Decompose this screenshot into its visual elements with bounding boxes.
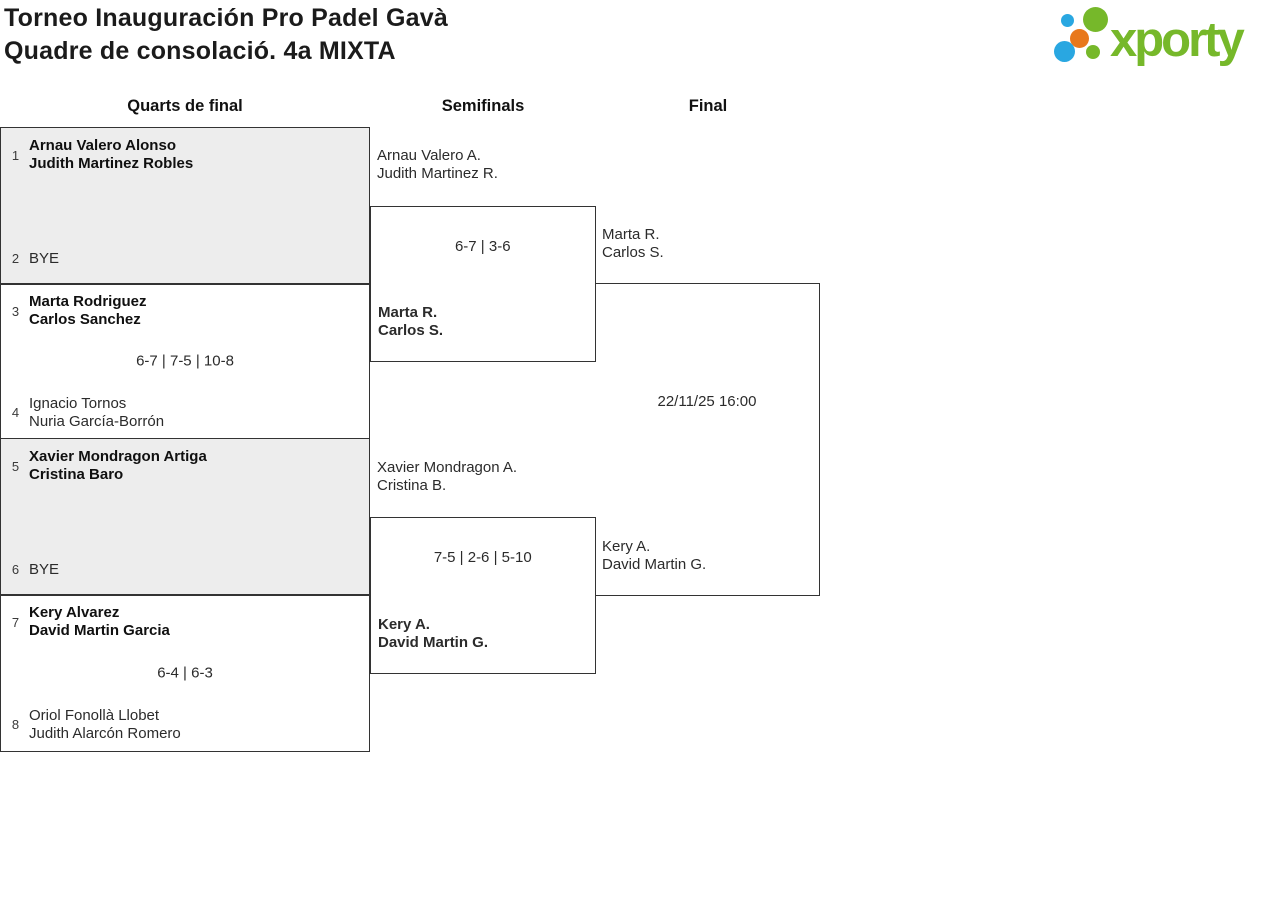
seed-number: 2 (11, 251, 20, 266)
match-score: 6-7 | 3-6 (454, 238, 511, 255)
xporty-logo[interactable]: xporty (1048, 0, 1280, 80)
match-score: 6-7 | 7-5 | 10-8 (136, 352, 234, 370)
sf1-winner: Marta R. Carlos S. (378, 303, 444, 339)
final-entrant-top: Marta R. Carlos S. (602, 226, 664, 261)
logo-wordmark: xporty (1110, 13, 1245, 67)
match-score: 7-5 | 2-6 | 5-10 (433, 549, 532, 566)
final-entrant-bottom: Kery A. David Martin G. (602, 538, 707, 573)
logo-dot-orange-icon (1070, 29, 1089, 48)
match-sf-1[interactable]: 6-7 | 3-6 Marta R. Carlos S. (370, 206, 596, 362)
logo-dot-blue-small-icon (1061, 14, 1074, 27)
round-header-semifinals: Semifinals (441, 97, 525, 115)
match-sf-2[interactable]: 7-5 | 2-6 | 5-10 Kery A. David Martin G. (370, 517, 596, 674)
match-score: 6-4 | 6-3 (157, 664, 213, 682)
match-qf-1[interactable]: 1 Arnau Valero Alonso Judith Martinez Ro… (0, 127, 370, 285)
seed-number: 1 (11, 147, 20, 163)
seed-number: 3 (11, 303, 20, 319)
seed-number: 8 (11, 717, 20, 732)
team-name: Ignacio Tornos Nuria García-Borrón (29, 394, 165, 430)
seed-number: 7 (11, 614, 20, 630)
team-name: Arnau Valero Alonso Judith Martinez Robl… (29, 137, 194, 172)
team-name: Marta Rodriguez Carlos Sanchez (29, 293, 147, 328)
seed-number: 6 (11, 562, 20, 577)
team-name: Oriol Fonollà Llobet Judith Alarcón Rome… (29, 706, 181, 742)
logo-dot-blue-large-icon (1054, 41, 1075, 62)
logo-dot-green-small-icon (1086, 45, 1100, 59)
round-header-quarterfinals: Quarts de final (127, 97, 243, 115)
team-name: Xavier Mondragon Artiga Cristina Baro (29, 448, 207, 483)
sf1-entrant-top: Arnau Valero A. Judith Martinez R. (377, 147, 498, 182)
logo-dot-green-large-icon (1083, 7, 1108, 32)
match-final[interactable]: 22/11/25 16:00 (595, 283, 820, 596)
match-qf-2[interactable]: 3 Marta Rodriguez Carlos Sanchez 6-7 | 7… (0, 283, 370, 440)
tournament-title: Torneo Inauguración Pro Padel Gavà (4, 4, 448, 32)
sf2-winner: Kery A. David Martin G. (378, 615, 489, 651)
match-qf-4[interactable]: 7 Kery Alvarez David Martin Garcia 6-4 |… (0, 594, 370, 752)
draw-subtitle: Quadre de consolació. 4a MIXTA (4, 37, 396, 65)
page-title: Torneo Inauguración Pro Padel Gavà Quadr… (4, 2, 448, 68)
round-header-final: Final (688, 97, 728, 115)
seed-number: 5 (11, 458, 20, 474)
seed-number: 4 (11, 405, 20, 420)
final-schedule: 22/11/25 16:00 (657, 393, 757, 410)
team-name: Kery Alvarez David Martin Garcia (29, 604, 170, 639)
match-qf-3[interactable]: 5 Xavier Mondragon Artiga Cristina Baro … (0, 438, 370, 596)
team-name: BYE (29, 560, 60, 578)
sf2-entrant-top: Xavier Mondragon A. Cristina B. (377, 459, 518, 494)
team-name: BYE (29, 249, 60, 267)
